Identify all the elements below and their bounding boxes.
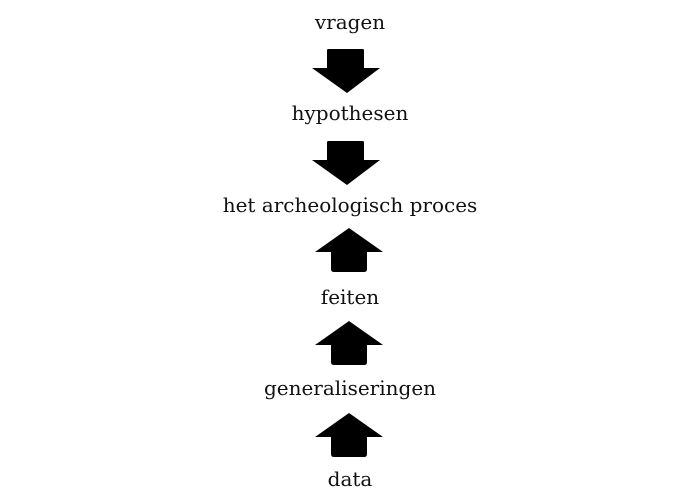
node-data: data bbox=[327, 467, 373, 491]
arrow-down-icon bbox=[312, 141, 380, 185]
arrow-up-icon bbox=[315, 321, 383, 365]
node-het-archeologisch-proces: het archeologisch proces bbox=[222, 193, 478, 217]
node-vragen: vragen bbox=[314, 10, 386, 34]
node-hypothesen: hypothesen bbox=[291, 101, 409, 125]
arrow-up-icon bbox=[315, 228, 383, 272]
arrow-down-icon bbox=[312, 49, 380, 93]
arrow-up-icon bbox=[315, 413, 383, 457]
node-generaliseringen: generaliseringen bbox=[263, 376, 437, 400]
node-feiten: feiten bbox=[320, 285, 380, 309]
